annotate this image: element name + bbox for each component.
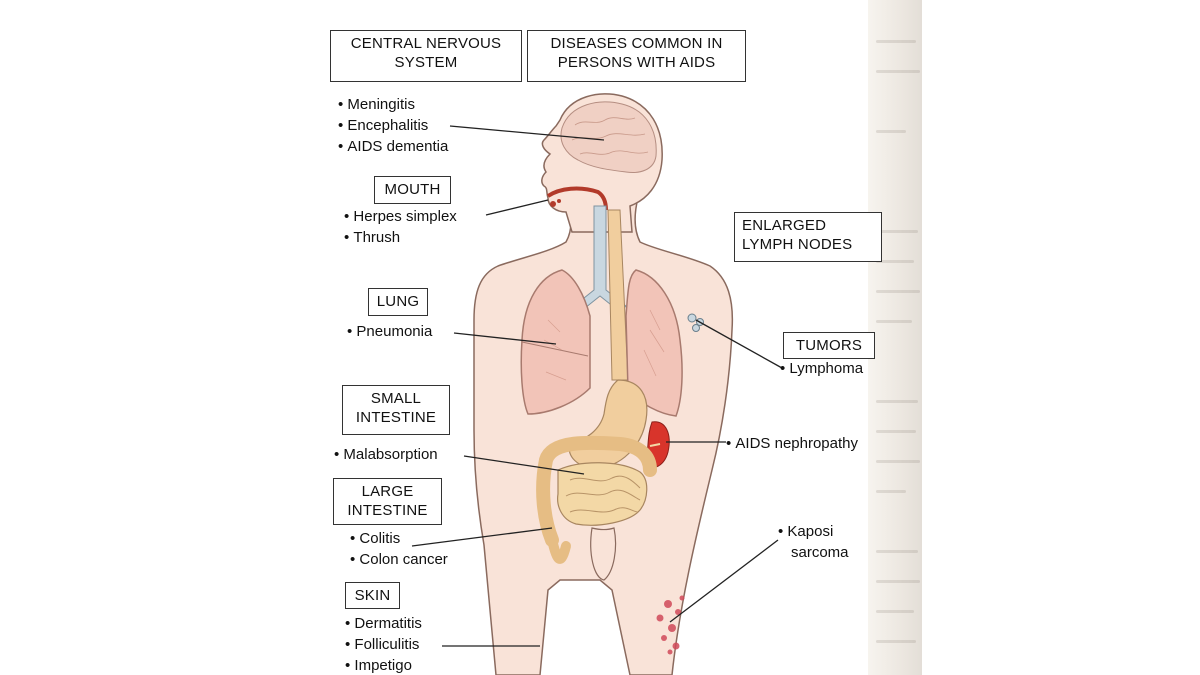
cns-title-line2: SYSTEM bbox=[394, 54, 458, 71]
large-intestine bbox=[536, 435, 657, 547]
large-intestine-line1: LARGE bbox=[361, 483, 414, 500]
lung-item-pneumonia: Pneumonia bbox=[347, 322, 432, 341]
mouth-item-thrush: Thrush bbox=[344, 228, 400, 247]
main-title-box: DISEASES COMMON IN PERSONS WITH AIDS bbox=[527, 30, 746, 82]
small-intestine-item-malabsorption: Malabsorption bbox=[334, 445, 437, 464]
page-margin bbox=[922, 0, 1200, 675]
large-intestine-item-colitis: Colitis bbox=[350, 529, 400, 548]
mouth-tract bbox=[546, 186, 608, 211]
leader-lines bbox=[411, 125, 783, 647]
kaposi-lesions bbox=[656, 595, 685, 655]
kidney-item-aids-nephropathy: AIDS nephropathy bbox=[726, 434, 858, 453]
large-intestine-line2: INTESTINE bbox=[347, 502, 428, 519]
small-intestine-line2: INTESTINE bbox=[355, 409, 437, 426]
tumors-box: TUMORS bbox=[783, 332, 875, 359]
cns-item-meningitis: Meningitis bbox=[338, 95, 415, 114]
colon-descending bbox=[547, 535, 571, 564]
skin-box: SKIN bbox=[345, 582, 400, 609]
lymph-nodes-box: ENLARGED LYMPH NODES bbox=[734, 212, 882, 262]
brain bbox=[560, 101, 657, 173]
lymph-line2: LYMPH NODES bbox=[742, 236, 853, 253]
cns-title-line1: CENTRAL NERVOUS bbox=[350, 35, 502, 52]
main-title-line2: PERSONS WITH AIDS bbox=[557, 54, 716, 71]
main-title-line1: DISEASES COMMON IN bbox=[550, 35, 723, 52]
genital-outline bbox=[590, 527, 617, 581]
tumors-item-lymphoma: Lymphoma bbox=[780, 359, 863, 378]
large-intestine-box: LARGE INTESTINE bbox=[333, 478, 442, 525]
lymph-line1: ENLARGED bbox=[742, 217, 827, 234]
small-intestine-line1: SMALL bbox=[370, 390, 422, 407]
mouth-box: MOUTH bbox=[374, 176, 451, 204]
cns-title-box: CENTRAL NERVOUS SYSTEM bbox=[330, 30, 522, 82]
large-intestine-item-colon-cancer: Colon cancer bbox=[350, 550, 447, 569]
left-lung bbox=[520, 269, 591, 415]
kaposi-label-line1: Kaposi bbox=[778, 522, 833, 541]
kaposi-label-line2: sarcoma bbox=[791, 544, 849, 561]
mouth-item-herpes: Herpes simplex bbox=[344, 207, 456, 226]
cns-item-aids-dementia: AIDS dementia bbox=[338, 137, 448, 156]
skin-item-dermatitis: Dermatitis bbox=[345, 614, 422, 633]
lung-box: LUNG bbox=[368, 288, 428, 316]
small-intestine-box: SMALL INTESTINE bbox=[342, 385, 450, 435]
cns-item-encephalitis: Encephalitis bbox=[338, 116, 428, 135]
skin-item-folliculitis: Folliculitis bbox=[345, 635, 419, 654]
skin-item-impetigo: Impetigo bbox=[345, 656, 412, 675]
right-lung bbox=[625, 269, 683, 417]
adjacent-page-strip bbox=[868, 0, 924, 675]
